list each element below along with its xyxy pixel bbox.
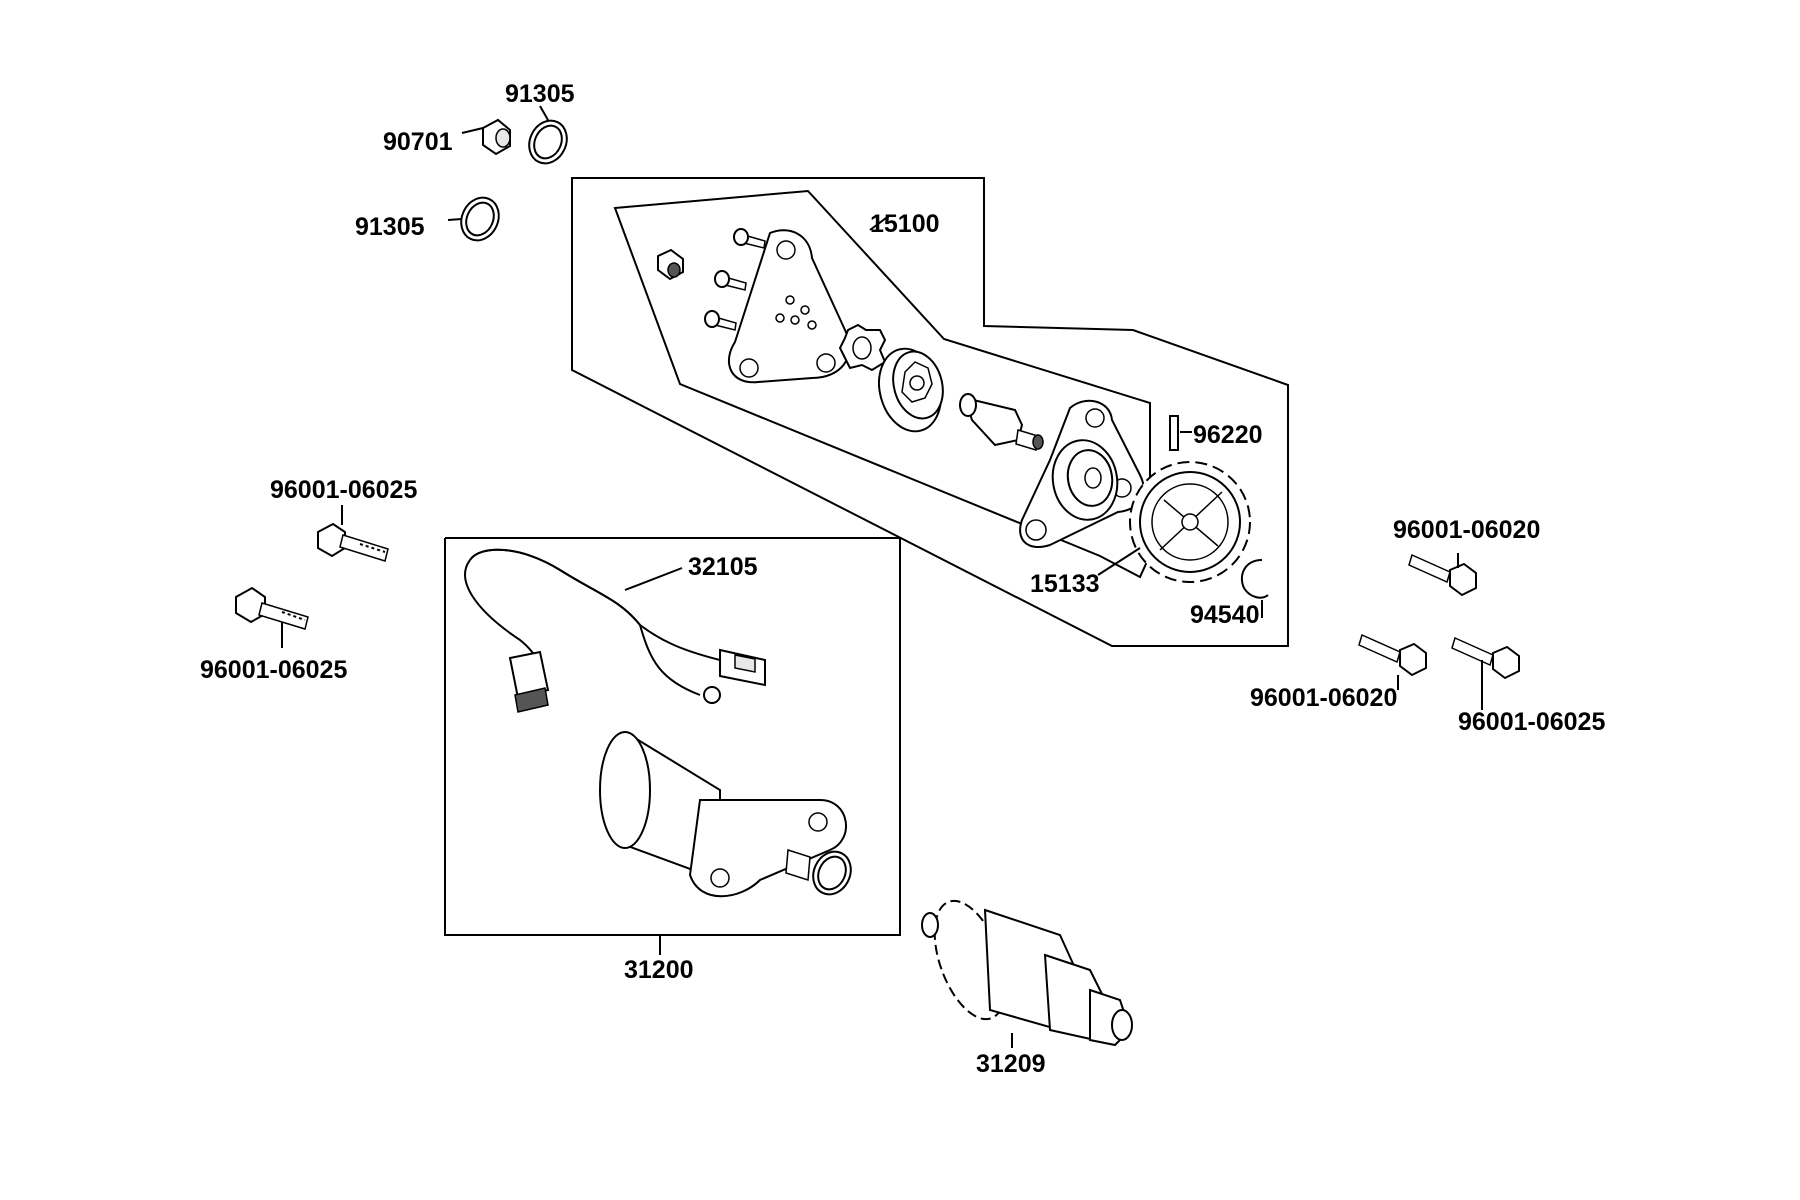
label-96001-06025-right: 96001-06025 <box>1458 708 1605 736</box>
bolt-small-1 <box>733 228 766 249</box>
circlip-94540 <box>1240 559 1269 599</box>
o-ring-91305-top <box>528 119 568 165</box>
bolt-96001-06025-lower-left <box>235 586 309 630</box>
label-15133: 15133 <box>1030 570 1100 598</box>
collar-90701 <box>482 118 511 156</box>
label-91305-top: 91305 <box>505 80 575 108</box>
label-90701: 90701 <box>383 128 453 156</box>
label-96001-06025-lower-left: 96001-06025 <box>200 656 347 684</box>
pin-96220 <box>1169 415 1179 451</box>
leader-lines <box>281 105 1483 1048</box>
bearing-cover-15133 <box>1019 399 1145 548</box>
cap-part <box>657 248 684 281</box>
label-31200: 31200 <box>624 956 694 984</box>
label-94540: 94540 <box>1190 601 1260 629</box>
part-labels: 91305 90701 91305 15100 96220 15133 9454… <box>200 80 1605 1078</box>
starter-motor-frame-31200 <box>444 537 901 936</box>
label-91305-left: 91305 <box>355 213 425 241</box>
label-96001-06020-upper-right: 96001-06020 <box>1393 516 1540 544</box>
label-31209: 31209 <box>976 1050 1046 1078</box>
starter-drive-31209 <box>921 899 1133 1047</box>
label-96001-06025-upper-left: 96001-06025 <box>270 476 417 504</box>
bolt-small-3 <box>704 310 737 331</box>
wire-harness-32105 <box>464 548 766 713</box>
starter-motor-body <box>599 731 852 898</box>
starter-sprocket <box>1129 461 1251 583</box>
bolt-96001-06020-upper-right <box>1408 553 1477 597</box>
bolt-96001-06025-upper-left <box>317 522 389 562</box>
label-96001-06020-lower-right: 96001-06020 <box>1250 684 1397 712</box>
label-96220: 96220 <box>1193 421 1263 449</box>
clutch-bolts <box>704 228 766 331</box>
bolt-96001-06020-lower-right <box>1358 633 1427 677</box>
bolt-small-2 <box>714 270 747 291</box>
label-15100: 15100 <box>870 210 940 238</box>
clutch-shaft <box>959 393 1044 451</box>
o-ring-91305-left <box>460 196 500 242</box>
one-way-clutch <box>878 347 944 433</box>
clutch-hub-gear <box>838 323 887 372</box>
bolt-96001-06025-right <box>1451 636 1520 680</box>
clutch-plate <box>727 229 851 384</box>
label-32105: 32105 <box>688 553 758 581</box>
